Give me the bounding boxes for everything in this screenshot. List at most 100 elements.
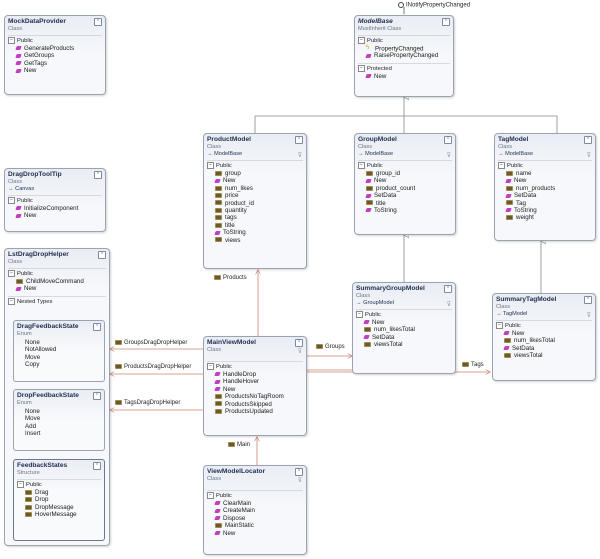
section-public[interactable]: −Public	[8, 195, 102, 205]
member-viewstotal[interactable]: viewsTotal	[496, 352, 592, 359]
member-clearmain[interactable]: ClearMain	[207, 500, 303, 507]
collapse-button[interactable]: ⌃	[295, 468, 303, 476]
collapse-button[interactable]: ⌃	[94, 18, 102, 26]
member-group-id[interactable]: group_id	[358, 170, 452, 177]
member-new[interactable]: New	[358, 177, 452, 184]
association-tags[interactable]: Tags	[462, 362, 484, 368]
enum-value-copy[interactable]: Copy	[25, 361, 40, 369]
member-new[interactable]: New	[8, 212, 102, 219]
section-public[interactable]: −Public	[496, 320, 592, 330]
section-public[interactable]: −Public	[207, 160, 303, 170]
member-new[interactable]: New	[207, 530, 303, 537]
member-weight[interactable]: weight	[498, 214, 592, 221]
member-tostring[interactable]: ToString	[498, 207, 592, 214]
section-public[interactable]: −Public	[356, 309, 452, 319]
filter-icon[interactable]: ⊽	[586, 313, 591, 319]
enum-value-notallowed[interactable]: NotAllowed	[25, 346, 57, 354]
member-num-likestotal[interactable]: num_likesTotal	[356, 326, 452, 333]
enum-value-none[interactable]: None	[25, 339, 40, 346]
member-num-likestotal[interactable]: num_likesTotal	[496, 337, 592, 344]
member-title[interactable]: title	[358, 200, 452, 207]
enum-value-move[interactable]: Move	[25, 415, 41, 423]
member-tags[interactable]: tags	[207, 214, 303, 221]
member-new[interactable]: New	[8, 285, 106, 292]
section-public[interactable]: −Public	[358, 35, 450, 45]
enum-value-none[interactable]: None	[25, 408, 40, 415]
filter-icon[interactable]: ⊽	[297, 349, 302, 355]
collapse-button[interactable]: ⌃	[442, 18, 450, 26]
member-product-id[interactable]: product_id	[207, 200, 303, 207]
member-dispose[interactable]: Dispose	[207, 515, 303, 522]
member-new[interactable]: New	[358, 73, 450, 80]
collapse-button[interactable]: ⌃	[444, 285, 452, 293]
section-protected[interactable]: −Protected	[358, 62, 450, 73]
member-views[interactable]: views	[207, 237, 303, 244]
collapse-button[interactable]: ⌃	[584, 296, 592, 304]
filter-icon[interactable]: ⊽	[446, 302, 451, 308]
member-group[interactable]: group	[207, 170, 303, 177]
member-generateproducts[interactable]: GenerateProducts	[8, 45, 102, 52]
member-mainstatic[interactable]: MainStatic	[207, 522, 303, 529]
member-num-products[interactable]: num_products	[498, 185, 592, 192]
member-num-likes[interactable]: num_likes	[207, 185, 303, 192]
member-new[interactable]: New	[356, 319, 452, 326]
member-new[interactable]: New	[498, 177, 592, 184]
member-setdata[interactable]: SetData	[496, 345, 592, 352]
member-getgroups[interactable]: GetGroups	[8, 52, 102, 59]
member-gettags[interactable]: GetTags	[8, 60, 102, 67]
section-public[interactable]: −Public	[498, 160, 592, 170]
section-public[interactable]: −Public	[358, 160, 452, 170]
member-new[interactable]: New	[207, 177, 303, 184]
section-public[interactable]: −Public	[17, 479, 101, 489]
member-productsskipped[interactable]: ProductsSkipped	[207, 401, 303, 408]
association-productsdragdrophelper[interactable]: ProductsDragDropHelper	[115, 364, 191, 370]
collapse-button[interactable]: ⌃	[93, 462, 101, 470]
member-productsupdated[interactable]: ProductsUpdated	[207, 408, 303, 415]
member-price[interactable]: price	[207, 192, 303, 199]
member-tostring[interactable]: ToString	[358, 207, 452, 214]
member-dropmessage[interactable]: DropMessage	[17, 504, 101, 511]
association-groups[interactable]: Groups	[316, 344, 345, 350]
member-handledrop[interactable]: HandleDrop	[207, 371, 303, 378]
member-initializecomponent[interactable]: InitializeComponent	[8, 205, 102, 212]
filter-icon[interactable]: ⊽	[446, 153, 451, 159]
member-createmain[interactable]: CreateMain	[207, 507, 303, 514]
member-new[interactable]: New	[8, 67, 102, 74]
section-public[interactable]: −Public	[8, 268, 106, 278]
member-productsnotagroom[interactable]: ProductsNoTagRoom	[207, 393, 303, 400]
collapse-button[interactable]: ⌃	[584, 136, 592, 144]
enum-value-add[interactable]: Add	[25, 422, 37, 430]
member-product-count[interactable]: product_count	[358, 185, 452, 192]
member-setdata[interactable]: SetData	[498, 192, 592, 199]
collapse-button[interactable]: ⌃	[295, 136, 303, 144]
member-setdata[interactable]: SetData	[358, 192, 452, 199]
member-raisepropertychanged[interactable]: RaisePropertyChanged	[358, 52, 450, 59]
member-new[interactable]: New	[496, 330, 592, 337]
section-public[interactable]: −Public	[207, 490, 303, 500]
member-drag[interactable]: Drag	[17, 489, 101, 496]
section-public[interactable]: −Public	[8, 35, 102, 45]
association-groupsdragdrophelper[interactable]: GroupsDragDropHelper	[115, 340, 187, 346]
association-tagsdragdrophelper[interactable]: TagsDragDropHelper	[115, 400, 180, 406]
collapse-button[interactable]: ⌃	[295, 339, 303, 347]
association-products[interactable]: Products	[214, 275, 247, 281]
member-viewstotal[interactable]: viewsTotal	[356, 341, 452, 348]
enum-value-insert[interactable]: Insert	[25, 430, 41, 438]
member-tag[interactable]: Tag	[498, 200, 592, 207]
member-drop[interactable]: Drop	[17, 496, 101, 503]
collapse-button[interactable]: ⌃	[94, 171, 102, 179]
filter-icon[interactable]: ⊽	[586, 153, 591, 159]
collapse-button[interactable]: ⌃	[93, 323, 101, 331]
